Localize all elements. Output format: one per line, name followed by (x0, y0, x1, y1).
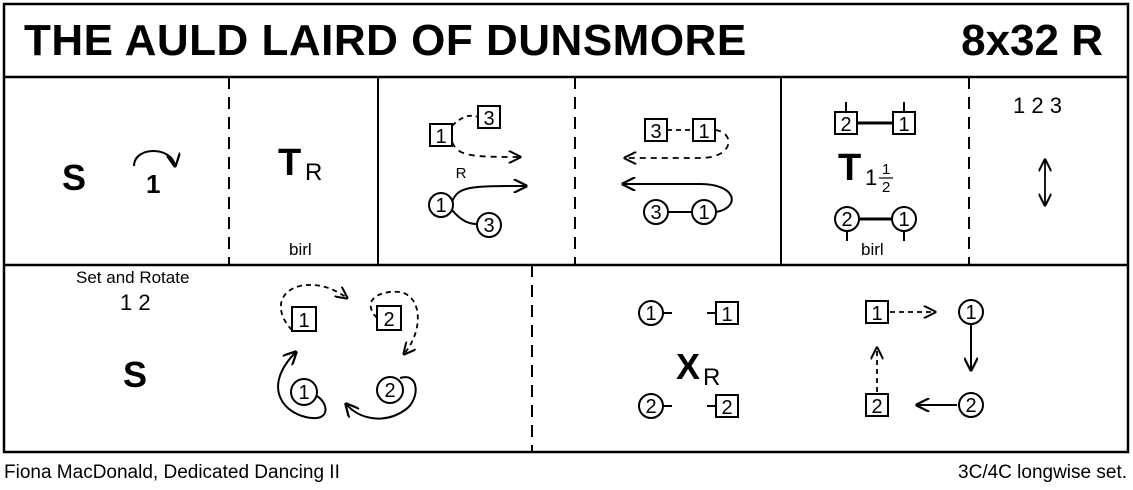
circle-dancer (958, 392, 984, 418)
rotate-arrow-icon (133, 150, 175, 166)
square-label: 2 (383, 309, 394, 331)
circle-label: 1 (645, 303, 656, 325)
square-label: 2 (840, 114, 851, 136)
dashed-arrow (451, 141, 520, 157)
square-label: 1 (698, 121, 709, 143)
circle-label: 1 (965, 302, 976, 324)
circle-label: 1 (435, 195, 446, 217)
dancer-number: 1 (146, 169, 160, 199)
circle-label: 3 (483, 215, 494, 237)
birl-note: birl (289, 240, 312, 259)
circle-label: 1 (298, 382, 309, 404)
circle-dancer (290, 378, 318, 406)
solid-path (451, 209, 478, 225)
step-symbol: S (62, 157, 86, 198)
turn-amount-denominator: 2 (882, 179, 890, 196)
circle-label: 2 (841, 209, 852, 231)
circle-label: 3 (650, 202, 661, 224)
turn-symbol: T (838, 147, 861, 189)
square-dancer (429, 123, 453, 147)
square-label: 1 (871, 303, 882, 325)
solid-arrow (277, 352, 327, 420)
square-label: 3 (483, 108, 494, 130)
dashed-path (451, 114, 479, 127)
square-dancer (865, 393, 889, 417)
square-dancer (892, 111, 916, 135)
circle-label: 1 (898, 209, 909, 231)
circle-dancer (476, 212, 502, 238)
dance-bars: 8x32 R (961, 16, 1103, 65)
dashed-arrow (279, 284, 347, 331)
hand-label: R (456, 165, 467, 182)
square-label: 1 (435, 126, 446, 148)
square-label: 2 (871, 396, 882, 418)
square-dancer (865, 300, 889, 324)
dance-title: THE AULD LAIRD OF DUNSMORE (24, 16, 747, 65)
circle-dancer (376, 376, 404, 404)
square-dancer (291, 306, 317, 332)
cross-symbol: X (676, 346, 700, 387)
square-dancer (715, 301, 739, 325)
set-type-text: 3C/4C longwise set. (958, 462, 1127, 483)
solid-arrow (451, 186, 526, 203)
credit-text: Fiona MacDonald, Dedicated Dancing II (4, 462, 340, 483)
outer-border (2, 2, 1130, 454)
circle-label: 1 (698, 202, 709, 224)
circle-dancer (428, 192, 454, 218)
square-label: 2 (721, 397, 732, 419)
step-symbol: S (123, 354, 147, 395)
square-label: 1 (298, 310, 309, 332)
dancer-order: 1 2 (120, 290, 151, 315)
square-label: 1 (898, 114, 909, 136)
circle-label: 2 (965, 395, 976, 417)
circle-dancer (958, 299, 984, 325)
turn-symbol: T (278, 142, 301, 184)
turn-amount-whole: 1 (865, 165, 877, 190)
turn-hand: R (305, 159, 322, 186)
square-dancer (376, 305, 402, 331)
turn-amount-numerator: 1 (882, 161, 890, 178)
circle-label: 2 (384, 380, 395, 402)
dashed-arrow (625, 129, 730, 158)
dancer-order: 1 2 3 (1013, 93, 1062, 118)
square-dancer (715, 394, 739, 418)
square-label: 3 (650, 121, 661, 143)
solid-arrow (623, 184, 733, 213)
square-label: 1 (721, 304, 732, 326)
birl-note: birl (861, 240, 884, 259)
circle-label: 2 (645, 396, 656, 418)
cross-hand: R (703, 364, 720, 391)
formation-heading: Set and Rotate (76, 268, 189, 287)
solid-arrow (346, 376, 417, 420)
